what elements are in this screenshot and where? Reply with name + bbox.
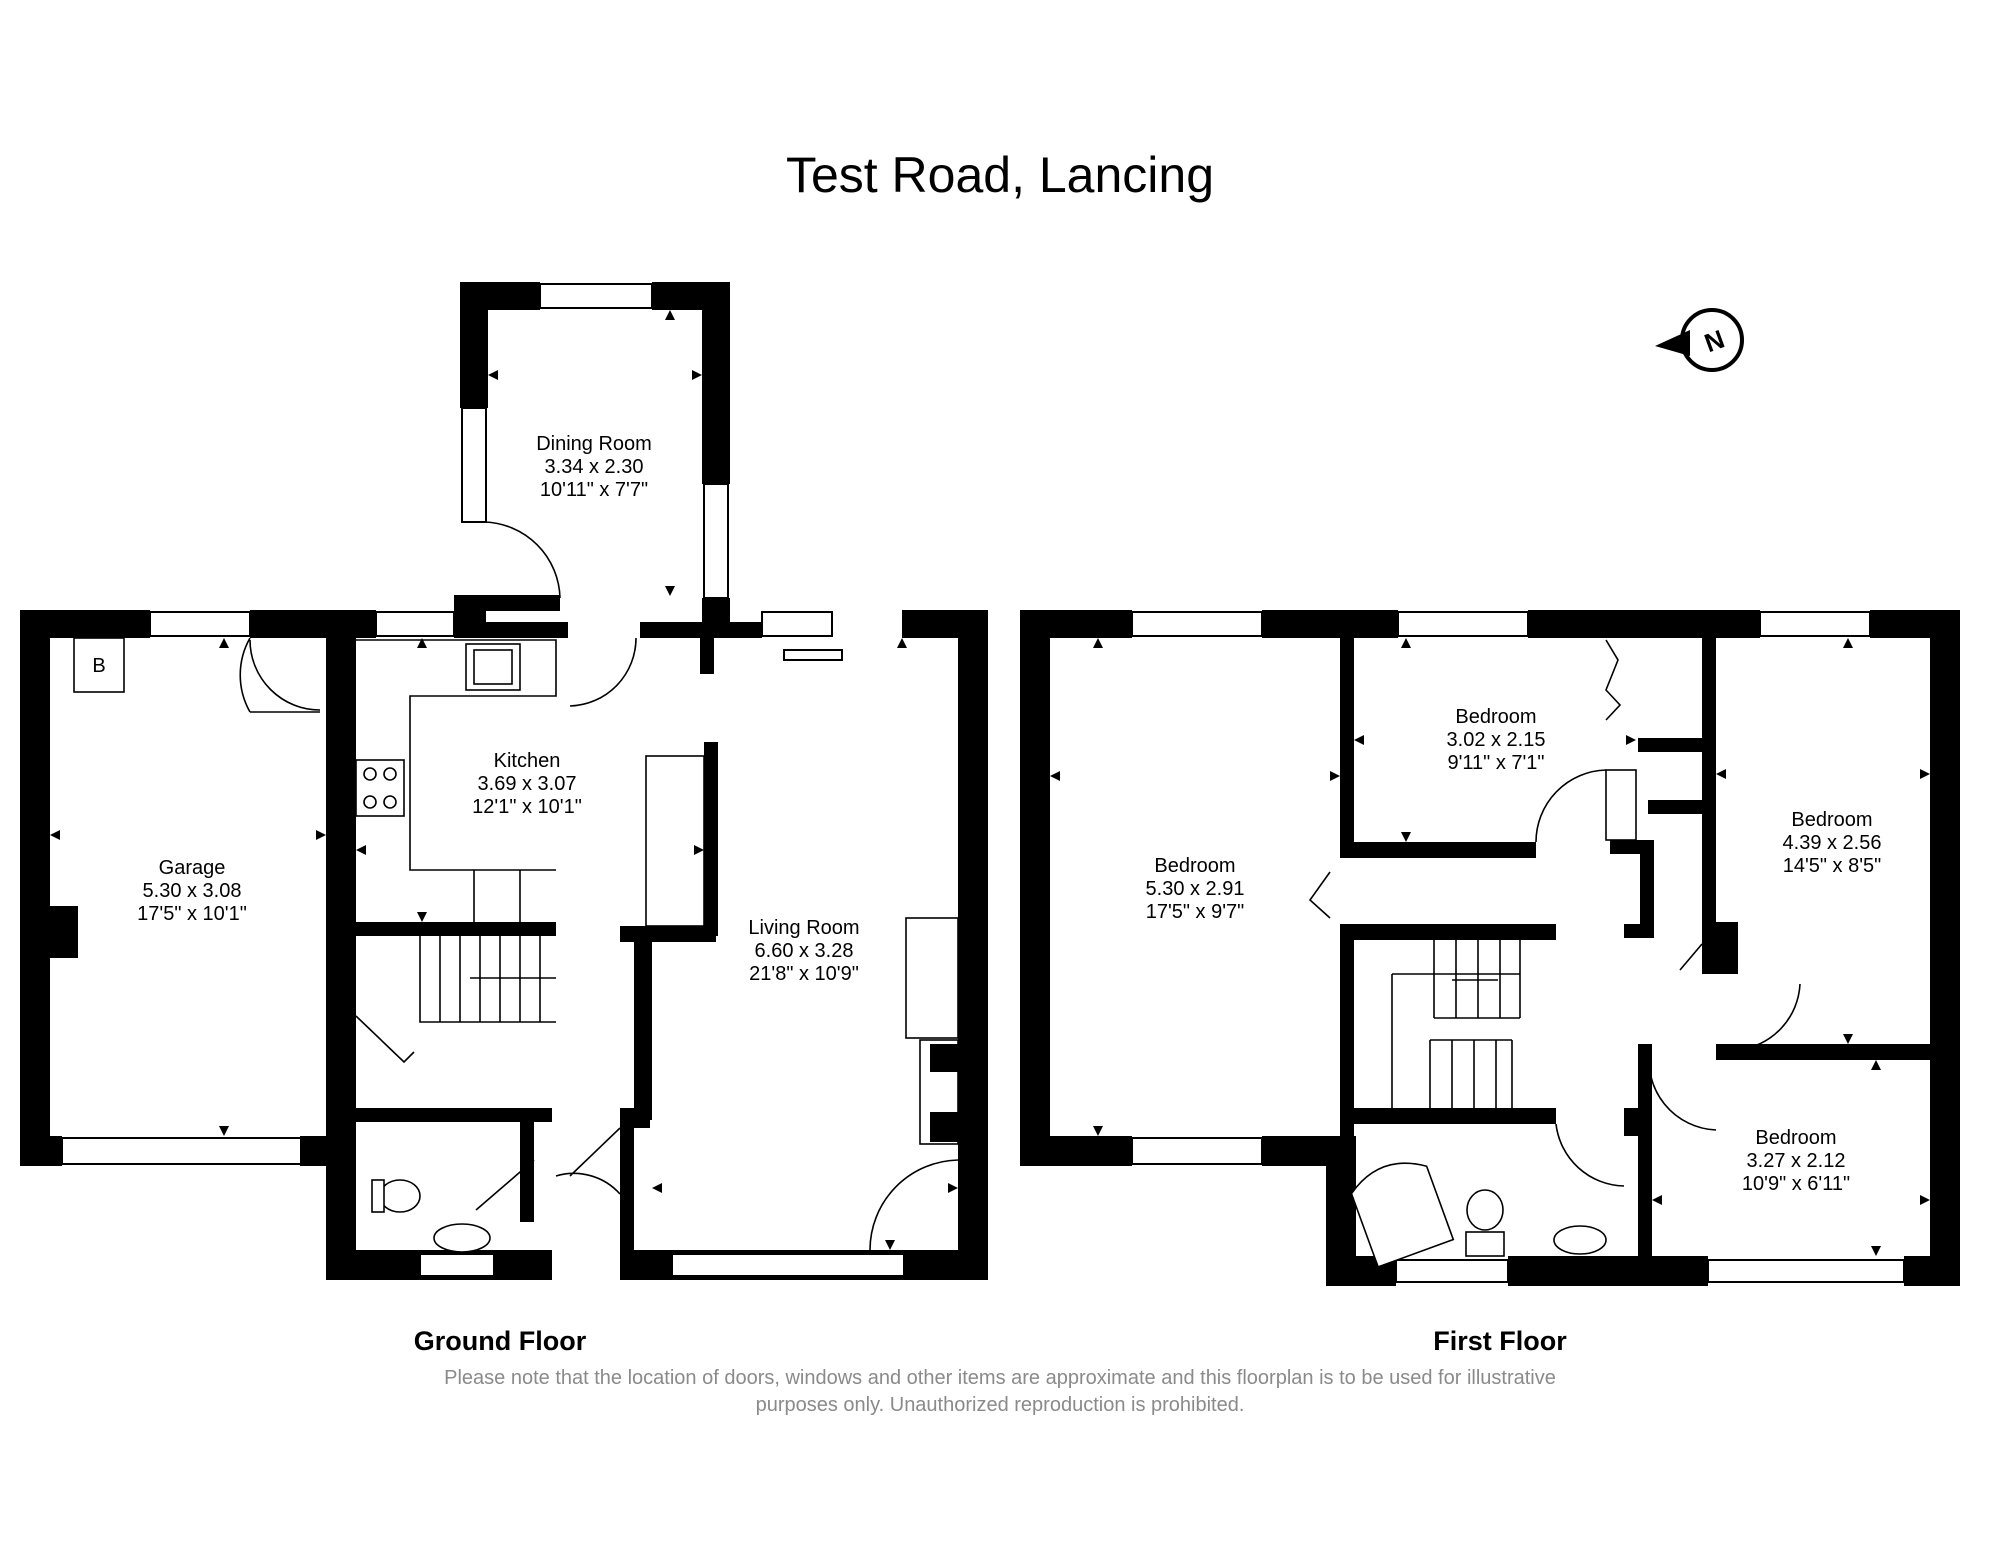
room-imperial: 12'1" x 10'1" xyxy=(472,796,582,818)
room-kitchen: Kitchen 3.69 x 3.07 12'1" x 10'1" xyxy=(472,750,582,818)
room-name: Bedroom xyxy=(1455,706,1536,728)
room-metric: 3.34 x 2.30 xyxy=(545,456,644,478)
page-title: Test Road, Lancing xyxy=(786,147,1214,203)
room-name: Bedroom xyxy=(1154,855,1235,877)
room-name: Dining Room xyxy=(536,433,652,455)
floor-label-first: First Floor xyxy=(1433,1326,1567,1356)
disclaimer-line-2: purposes only. Unauthorized reproduction… xyxy=(756,1394,1245,1416)
ground-floor-plan: B xyxy=(20,282,988,1280)
room-metric: 5.30 x 2.91 xyxy=(1146,878,1245,900)
room-imperial: 17'5" x 10'1" xyxy=(137,903,247,925)
room-name: Living Room xyxy=(748,917,859,939)
room-metric: 4.39 x 2.56 xyxy=(1783,832,1882,854)
room-imperial: 17'5" x 9'7" xyxy=(1146,901,1245,923)
room-metric: 5.30 x 3.08 xyxy=(143,880,242,902)
room-living-room: Living Room 6.60 x 3.28 21'8" x 10'9" xyxy=(748,917,859,985)
first-floor-plan: Bedroom 5.30 x 2.91 17'5" x 9'7" Bedroom… xyxy=(1020,610,1960,1286)
room-imperial: 14'5" x 8'5" xyxy=(1783,855,1882,877)
disclaimer-line-1: Please note that the location of doors, … xyxy=(444,1367,1556,1389)
room-bedroom-3: Bedroom 4.39 x 2.56 14'5" x 8'5" xyxy=(1783,809,1882,877)
north-compass-icon: N xyxy=(1655,308,1744,372)
room-imperial: 21'8" x 10'9" xyxy=(749,963,859,985)
room-name: Bedroom xyxy=(1791,809,1872,831)
room-metric: 3.27 x 2.12 xyxy=(1747,1150,1846,1172)
room-bedroom-4: Bedroom 3.27 x 2.12 10'9" x 6'11" xyxy=(1742,1127,1850,1195)
room-imperial: 10'11" x 7'7" xyxy=(540,479,648,501)
room-metric: 3.69 x 3.07 xyxy=(478,773,577,795)
room-name: Bedroom xyxy=(1755,1127,1836,1149)
floor-label-ground: Ground Floor xyxy=(414,1326,587,1356)
room-metric: 6.60 x 3.28 xyxy=(755,940,854,962)
boiler-box xyxy=(73,637,125,693)
room-bedroom-1: Bedroom 5.30 x 2.91 17'5" x 9'7" xyxy=(1146,855,1245,923)
room-name: Garage xyxy=(159,857,226,879)
room-garage: Garage 5.30 x 3.08 17'5" x 10'1" xyxy=(137,857,247,925)
room-metric: 3.02 x 2.15 xyxy=(1447,729,1546,751)
room-name: Kitchen xyxy=(494,750,561,772)
room-dining-room: Dining Room 3.34 x 2.30 10'11" x 7'7" xyxy=(536,433,652,501)
boiler-label: B xyxy=(92,655,105,677)
room-bedroom-2: Bedroom 3.02 x 2.15 9'11" x 7'1" xyxy=(1447,706,1546,774)
room-imperial: 9'11" x 7'1" xyxy=(1447,752,1544,774)
room-imperial: 10'9" x 6'11" xyxy=(1742,1173,1850,1195)
